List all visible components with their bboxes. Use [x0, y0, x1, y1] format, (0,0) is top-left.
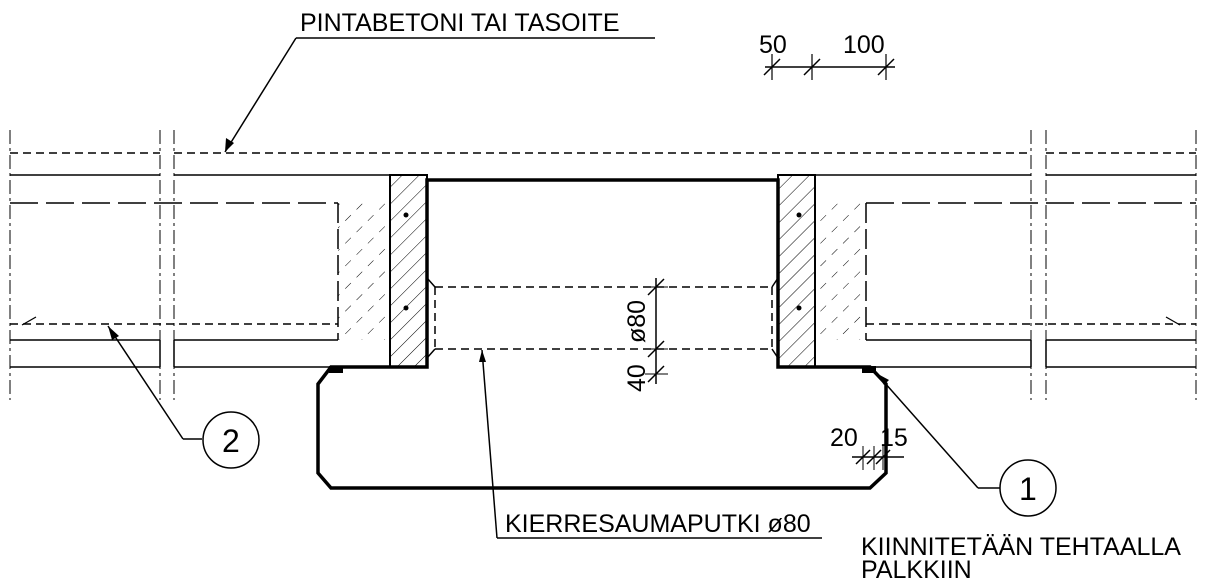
fix-note-line1: KIINNITETÄÄN TEHTAALLA [861, 533, 1181, 561]
scale-label-50: 50 [759, 31, 787, 59]
grout-infill-left [337, 203, 390, 340]
gap-dimension [852, 446, 904, 470]
grout-infill-right [815, 203, 867, 340]
gap-label-20: 20 [830, 424, 858, 452]
pipe-note-label: KIERRESAUMAPUTKI ø80 [505, 510, 811, 538]
break-lines [9, 130, 1197, 400]
hollow-core-lines [10, 202, 1196, 325]
scale-label-100: 100 [843, 31, 885, 59]
right-slab-outline [815, 174, 1196, 368]
pipe-note-leader [479, 349, 822, 539]
fix-note-line2: PALKKIIN [861, 556, 972, 579]
joint-concrete-left [389, 174, 428, 368]
gap-label-15: 15 [880, 424, 908, 452]
steel-beam [316, 178, 888, 490]
spiral-pipe [426, 277, 779, 359]
callout-1-number: 1 [1019, 471, 1037, 507]
callout-1 [875, 372, 1057, 517]
pipe-diameter-label: ø80 [623, 300, 651, 343]
callout-2-number: 2 [222, 423, 240, 459]
joint-concrete-right [777, 174, 816, 368]
pipe-offset-label: 40 [623, 364, 651, 392]
left-slab-outline [10, 174, 390, 368]
scale-bar [763, 54, 895, 80]
pipe-dimension [645, 278, 668, 384]
top-note-label: PINTABETONI TAI TASOITE [300, 9, 620, 37]
top-note-leader [224, 37, 655, 153]
callout-2 [21, 316, 1181, 469]
